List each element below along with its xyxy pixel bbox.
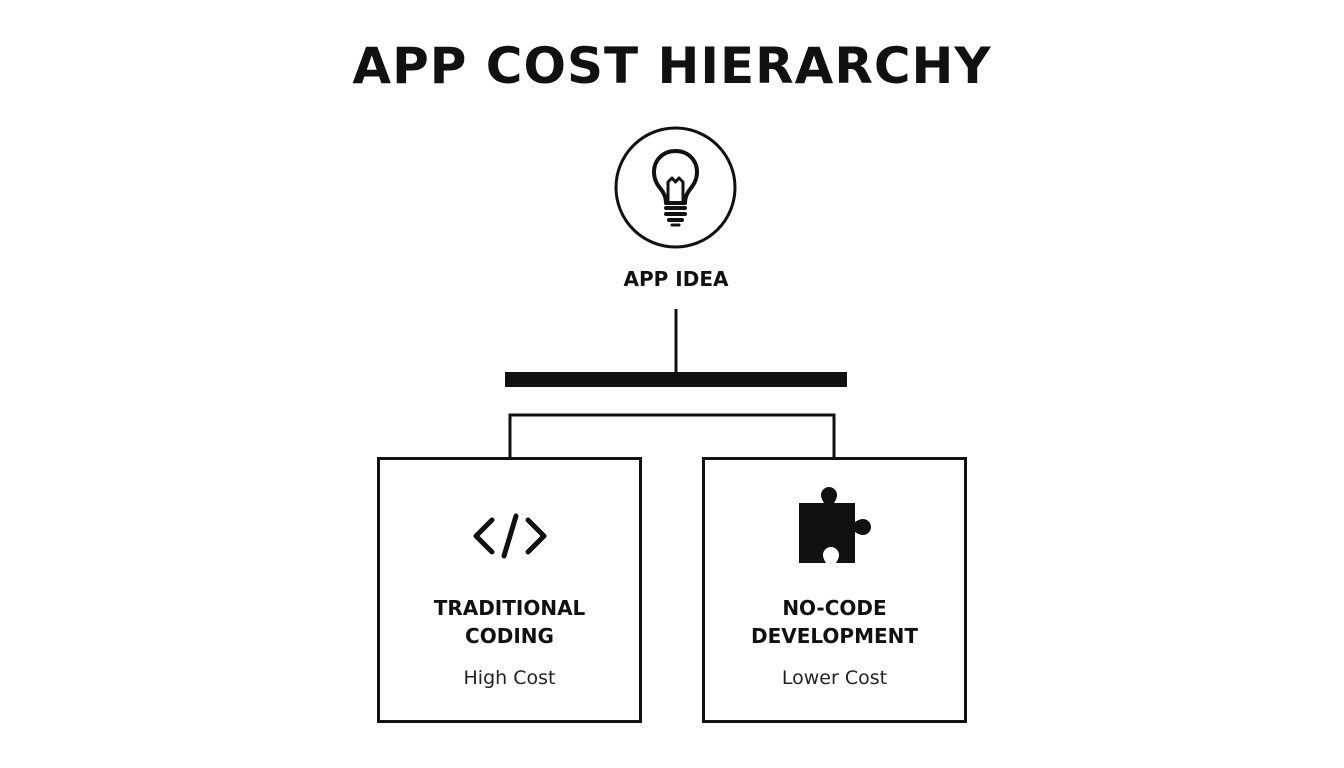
puzzle-piece-icon	[798, 487, 871, 563]
lightbulb-icon	[614, 126, 737, 249]
diagram-title: APP COST HIERARCHY	[352, 37, 992, 95]
branch-box-no-code-development: NO-CODE DEVELOPMENT Lower Cost	[702, 457, 967, 723]
branch-title-line: NO-CODE	[782, 596, 887, 620]
box-icon-wrap	[705, 487, 964, 567]
root-node-icon	[614, 126, 737, 249]
branch-title-line: CODING	[465, 624, 554, 648]
branch-cost-label: High Cost	[463, 667, 556, 689]
branch-cost-label: Lower Cost	[781, 667, 888, 689]
branch-title-line: TRADITIONAL	[433, 596, 586, 620]
split-bar	[505, 372, 847, 387]
box-icon-wrap	[380, 512, 639, 560]
branch-title: TRADITIONAL CODING	[380, 594, 639, 650]
branch-title-line: DEVELOPMENT	[750, 624, 919, 648]
code-icon	[473, 513, 546, 559]
branch-connector	[508, 413, 836, 457]
root-node-label: APP IDEA	[623, 267, 729, 291]
branch-title: NO-CODE DEVELOPMENT	[705, 594, 964, 650]
branch-box-traditional-coding: TRADITIONAL CODING High Cost	[377, 457, 642, 723]
